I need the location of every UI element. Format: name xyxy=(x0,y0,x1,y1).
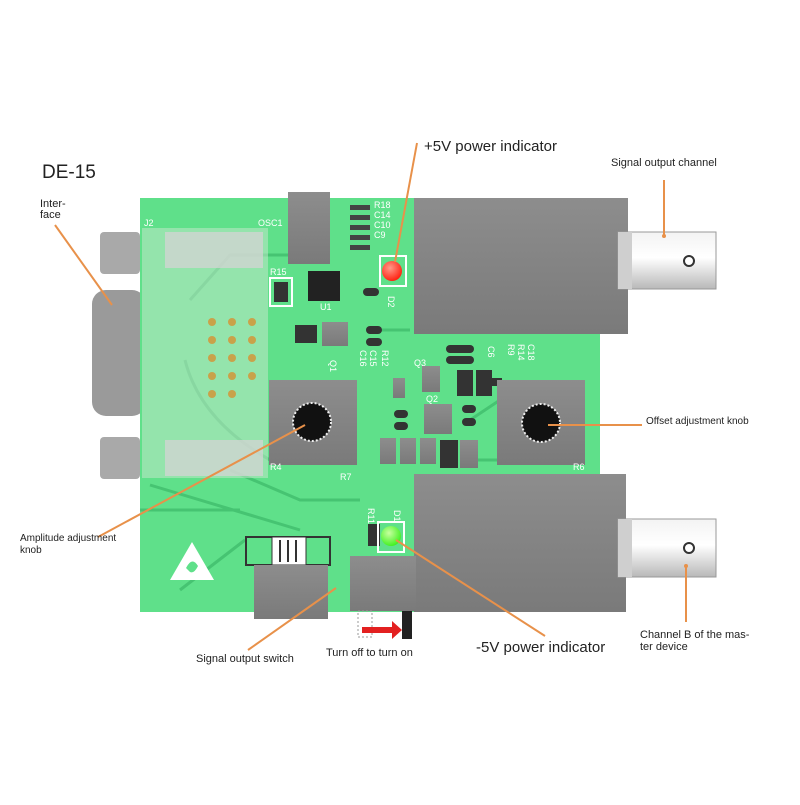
j2-footprint xyxy=(142,228,268,478)
signal-output-switch xyxy=(245,536,331,619)
osc1-label: OSC1 xyxy=(258,218,283,228)
r4-label: R4 xyxy=(270,462,282,472)
de15-mount-bottom xyxy=(100,437,140,479)
c6-label: C6 xyxy=(486,346,496,358)
leader-minus5v xyxy=(395,539,546,637)
minus5v-label: -5V power indicator xyxy=(476,639,606,656)
u1-body xyxy=(308,271,340,301)
power-switch xyxy=(350,556,416,639)
bnc-top-pin xyxy=(683,255,695,267)
c15-label: C15 xyxy=(368,350,378,367)
q2-label: Q2 xyxy=(426,394,438,404)
j2-bottom-tab xyxy=(165,440,263,476)
j2-top-tab xyxy=(165,232,263,268)
r12-label: R12 xyxy=(380,350,390,367)
offset-knob-label: Offset adjustment knob xyxy=(646,416,749,427)
power-switch-off-position xyxy=(357,610,373,638)
r7-label: R7 xyxy=(340,472,352,482)
signal-output-switch-label: Signal output switch xyxy=(196,653,294,665)
header-r18: R18 C14 C10 C9 xyxy=(350,200,391,250)
leader-plus5v xyxy=(394,142,418,263)
leader-interface xyxy=(54,224,113,306)
r15-resistor: R15 xyxy=(269,267,293,307)
amplitude-knob-label-line2: knob xyxy=(20,545,42,556)
d1-label: D1 xyxy=(392,510,402,522)
bnc-bottom-housing xyxy=(414,474,626,612)
amplitude-knob-pot: R4 xyxy=(269,380,357,472)
de15-title: DE-15 xyxy=(42,162,96,183)
d2-label: D2 xyxy=(386,296,396,308)
smd-parts xyxy=(295,288,502,546)
amplitude-knob-label-line1: Amplitude adjustment xyxy=(20,533,117,544)
r4-knob xyxy=(292,402,332,442)
power-switch-lever xyxy=(402,611,412,639)
channel-b-label-line2: ter device xyxy=(640,641,688,653)
r11-label: R11 xyxy=(366,508,376,524)
plus5v-led xyxy=(379,255,407,287)
bnc-bottom xyxy=(414,474,717,612)
bnc-top-barrel xyxy=(617,231,717,290)
j2-pins xyxy=(208,318,256,398)
leader-dots xyxy=(662,234,688,568)
offset-knob-pot: R6 xyxy=(497,380,585,472)
power-switch-body xyxy=(350,556,416,611)
leader-amplitude xyxy=(97,424,306,538)
c10-label: C10 xyxy=(374,220,391,230)
c18-label: C18 xyxy=(526,344,536,361)
de15-connector xyxy=(92,232,146,479)
red-arrow-icon xyxy=(362,621,402,639)
r15-label: R15 xyxy=(270,267,287,277)
c16-label: C16 xyxy=(358,350,368,367)
interface-label-line2: face xyxy=(40,209,61,221)
r14-label: R14 xyxy=(516,344,526,361)
q1-label: Q1 xyxy=(328,360,338,372)
turn-off-label: Turn off to turn on xyxy=(326,647,413,659)
leader-output-switch xyxy=(247,587,337,651)
bnc-top-housing xyxy=(414,198,628,334)
osc1-component: OSC1 xyxy=(258,192,330,264)
bnc-bottom-barrel xyxy=(617,518,717,578)
switch-body xyxy=(254,565,328,619)
u1-label: U1 xyxy=(320,302,332,312)
r9-label: R9 xyxy=(506,344,516,356)
r18-label: R18 xyxy=(374,200,391,210)
signal-output-channel-label: Signal output channel xyxy=(611,157,717,169)
bnc-bottom-pin xyxy=(683,542,695,554)
leader-lines xyxy=(54,142,687,651)
de15-mount-top xyxy=(100,232,140,274)
c9-label: C9 xyxy=(374,230,386,240)
bnc-top xyxy=(414,198,717,334)
esd-warning-icon xyxy=(170,542,214,580)
q3-label: Q3 xyxy=(414,358,426,368)
j2-label: J2 xyxy=(144,218,154,228)
interface-label-line1: Inter- xyxy=(40,198,66,210)
u1-chip: U1 xyxy=(308,271,340,312)
plus5v-label: +5V power indicator xyxy=(424,138,557,155)
smd-labels: Q1 C16 C15 R12 Q3 Q2 C6 R9 R14 C18 D2 D1… xyxy=(328,296,536,524)
r6-label: R6 xyxy=(573,462,585,472)
r6-knob xyxy=(521,403,561,443)
osc1-body xyxy=(288,192,330,264)
c14-label: C14 xyxy=(374,210,391,220)
de15-shell xyxy=(92,290,146,416)
channel-b-label-line1: Channel B of the mas- xyxy=(640,629,750,641)
